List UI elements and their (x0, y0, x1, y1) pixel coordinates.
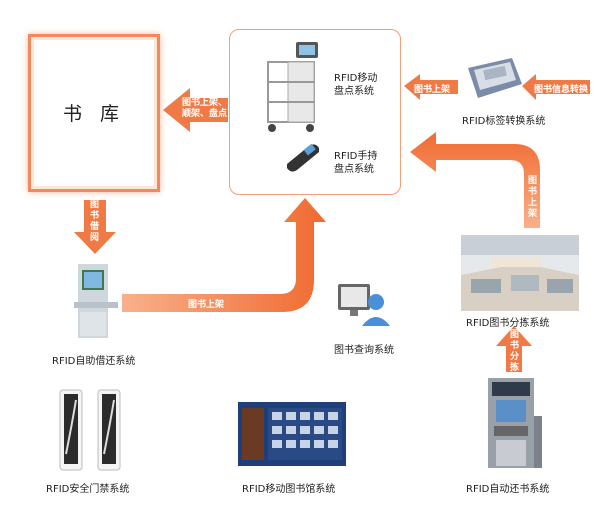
arrow-label-borrow: 图书借阅 (89, 200, 99, 243)
auto-return-machine-icon (488, 378, 542, 468)
mobile-inventory-cart-icon (267, 42, 318, 132)
arrow-label-shelve-top: 图书上架 (414, 85, 451, 95)
self-service-kiosk-icon (74, 264, 118, 338)
self-service-label: RFID自助借还系统 (52, 356, 136, 367)
mobile-library-label: RFID移动图书馆系统 (242, 484, 336, 495)
mobile-library-icon (238, 402, 346, 466)
auto-return-label: RFID自动还书系统 (466, 484, 550, 495)
sorting-label: RFID图书分拣系统 (466, 318, 550, 329)
arrow-borrow (74, 200, 116, 254)
sorting-system-photo (461, 235, 579, 311)
query-system-icon (338, 284, 390, 326)
handheld-scanner-icon (287, 143, 319, 172)
arrow-to-library (163, 88, 228, 132)
arrow-sorting-up (496, 326, 532, 372)
security-gate-label: RFID安全门禁系统 (46, 484, 130, 495)
handheld-inventory-label: RFID手持 盘点系统 (334, 151, 378, 175)
arrow-label-shelve-bottom: 图书上架 (188, 300, 225, 310)
security-gate-icon (59, 389, 121, 471)
arrow-label-shelve-right: 图书上架 (527, 176, 537, 219)
arrow-tag-to-inventory (404, 74, 458, 100)
arrow-shelve-bottom (122, 198, 326, 312)
arrow-shelve-right (410, 132, 540, 228)
mobile-inventory-label: RFID移动 盘点系统 (334, 73, 378, 97)
library-box: 书 库 (28, 34, 160, 192)
tag-conversion-label: RFID标签转换系统 (462, 116, 546, 127)
arrow-label-to-library: 图书上架、 顺架、盘点 (182, 98, 228, 119)
tag-conversion-device-icon (468, 58, 522, 98)
arrow-label-sorting: 图书分拣 (509, 330, 519, 373)
arrow-tag-info (522, 74, 590, 100)
library-title: 书 库 (62, 103, 126, 125)
query-label: 图书查询系统 (334, 345, 394, 356)
arrow-label-tag-info: 图书信息转换 (534, 85, 589, 95)
